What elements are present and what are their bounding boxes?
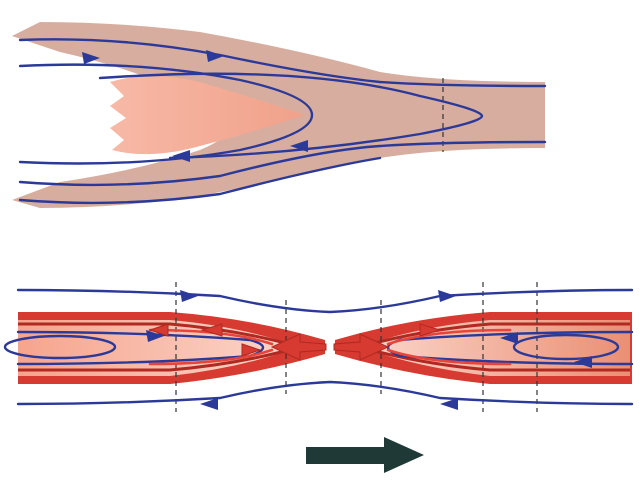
bottom-right-red-arrow-icon bbox=[333, 333, 390, 361]
top-arrow-4-icon bbox=[290, 140, 308, 152]
top-streamline-outer-lower bbox=[18, 140, 547, 187]
bottom-streamline-bottom bbox=[16, 380, 634, 406]
top-panel-merging-tube bbox=[12, 22, 547, 208]
top-streamline-inner-loop bbox=[18, 63, 314, 165]
bottom-panel-constricted-channel bbox=[3, 282, 634, 412]
bottom-blue-arrow-7-icon bbox=[500, 332, 518, 344]
bottom-left-red-arrow-icon bbox=[270, 333, 327, 361]
top-streamline-outer-bottom bbox=[18, 156, 382, 205]
bottom-blue-arrow-4-icon bbox=[440, 398, 458, 410]
top-arrow-1-icon bbox=[82, 52, 100, 64]
bottom-left-loop-streamline bbox=[16, 330, 265, 366]
bottom-red-arrow-b-icon bbox=[419, 323, 442, 337]
top-arrow-3-icon bbox=[172, 150, 190, 162]
bottom-blue-arrow-1-icon bbox=[180, 290, 198, 302]
bottom-blue-arrow-3-icon bbox=[200, 398, 218, 410]
bottom-right-vortex bbox=[512, 333, 620, 361]
top-tube-core bbox=[110, 76, 305, 155]
bottom-blue-arrow-5-icon bbox=[146, 330, 164, 342]
bottom-blue-arrow-6-icon bbox=[574, 356, 592, 368]
top-streamline-core-loop bbox=[98, 72, 484, 160]
bottom-streamline-top bbox=[16, 288, 634, 314]
bottom-blue-arrow-2-icon bbox=[438, 290, 456, 302]
top-streamline-outer-upper bbox=[18, 38, 547, 88]
direction-arrow-icon bbox=[306, 437, 424, 473]
bottom-red-arrow-a-icon bbox=[200, 323, 223, 337]
bottom-left-vortex bbox=[3, 334, 117, 360]
top-arrow-2-icon bbox=[206, 50, 224, 62]
bottom-red-arrow-c-icon bbox=[148, 323, 169, 337]
bottom-red-arrow-d-icon bbox=[241, 343, 262, 357]
